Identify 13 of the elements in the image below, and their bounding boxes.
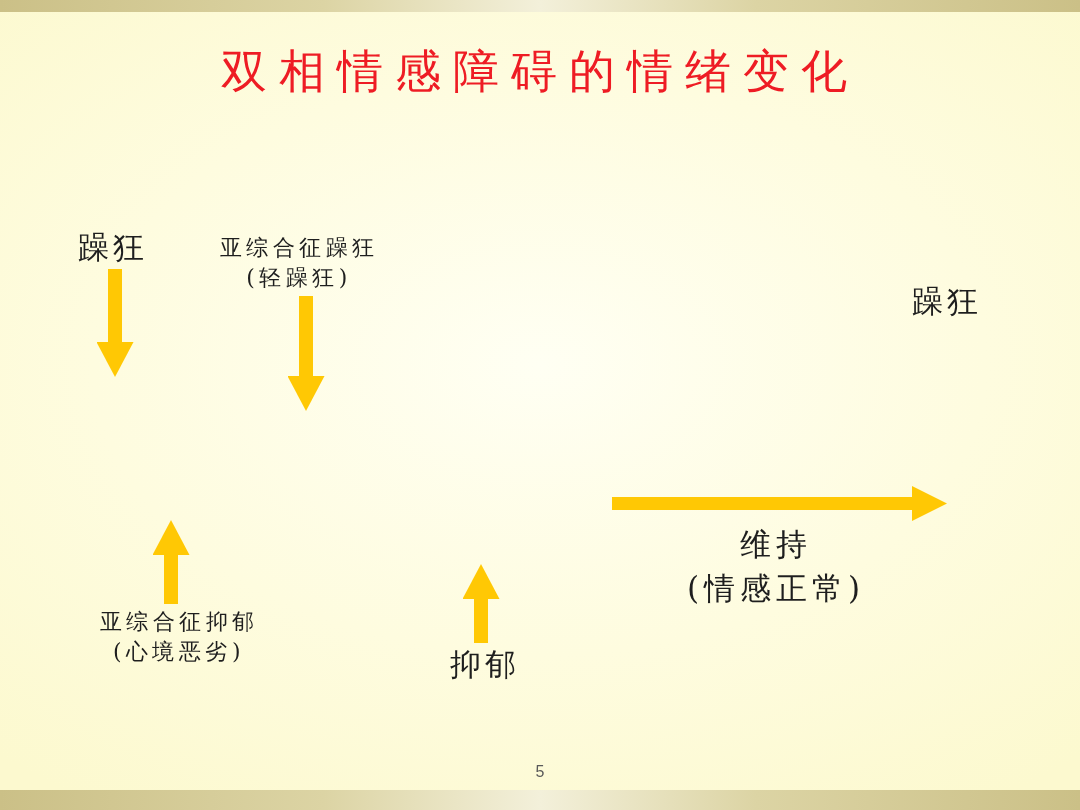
state-label: 亚综合征抑郁(心境恶劣) (92, 607, 266, 667)
state-label: 亚综合征躁狂(轻躁狂) (212, 233, 386, 293)
arrow (287, 296, 325, 411)
state-label: 维持 (740, 526, 812, 564)
state-label: 躁狂 (78, 229, 148, 266)
note-text: (情感正常) (686, 570, 866, 608)
slide-title: 双相情感障碍的情绪变化 (221, 44, 859, 100)
page-number: 5 (535, 762, 545, 782)
arrow (462, 564, 500, 643)
state-label: 抑郁 (450, 646, 520, 683)
arrow (96, 269, 134, 377)
arrow (152, 520, 190, 604)
state-label: 躁狂 (912, 283, 982, 321)
